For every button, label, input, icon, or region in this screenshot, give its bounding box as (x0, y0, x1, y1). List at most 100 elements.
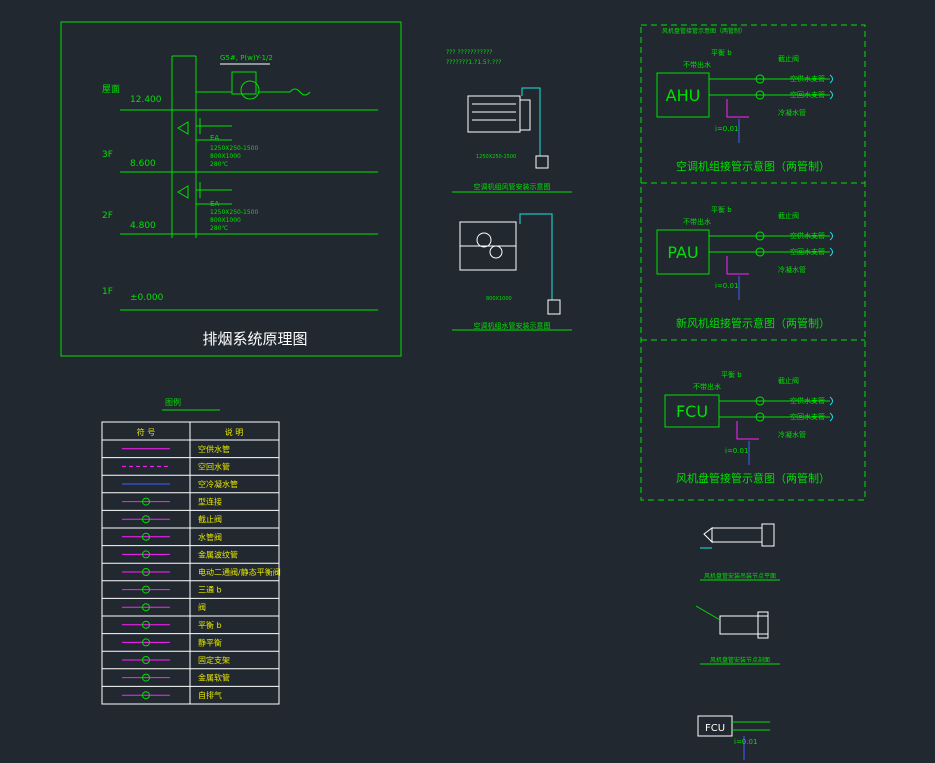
legend-symbol-mark (142, 656, 150, 664)
condensate-pipe (726, 99, 749, 118)
smoke-exhaust-panel: 屋面 12.400 3F 8.600 2F 4.800 1F ±0.000 G5… (60, 21, 402, 357)
pipe-annotation: 不带出水 (683, 217, 711, 226)
legend-symbol-mark (142, 673, 150, 682)
detail-caption-2: 空调机组水管安装示意图 (474, 321, 551, 330)
unit-label-ahu: AHU (666, 86, 701, 105)
legend-symbol-mark (142, 497, 150, 506)
small-fcu-slope: i=0.01 (734, 738, 757, 746)
pipe-caption: 风机盘管接管示意图（两管制） (676, 471, 830, 485)
detail-caption-1: 空调机组风管安装示意图 (474, 182, 551, 191)
unit-label-fcu: FCU (676, 402, 708, 421)
pipe-annotation: 空供水支管 (790, 231, 825, 240)
legend-symbol-mark (142, 550, 150, 559)
damper-tag-2f: EA (210, 200, 219, 208)
legend-symbol-mark (142, 585, 150, 594)
elevation-2f: 4.800 (130, 221, 156, 231)
pipe-break-mark (829, 74, 833, 100)
small-details: 风机盘管安装吊装节点平面 风机盘管安装节点剖面 FCU i=0.01 (695, 523, 780, 760)
legend-row-label: 自排气 (198, 690, 222, 700)
legend-row-label: 截止阀 (198, 514, 222, 524)
legend-row-label: 静平衡 (198, 637, 222, 647)
small-fcu-label: FCU (705, 723, 725, 734)
legend-row-label: 空冷凝水管 (198, 479, 238, 489)
legend-header-symbol: 符 号 (137, 427, 156, 437)
valve-icon (755, 90, 765, 100)
legend-row-label: 金属波纹管 (198, 549, 238, 559)
legend-row-label: 型连接 (198, 497, 222, 507)
legend-row-label: 电动二通阀/静态平衡阀 (198, 567, 281, 577)
pipe-annotation: 空回水支管 (790, 247, 825, 256)
valve-icon (755, 412, 765, 422)
pipe-header: 风机盘管接管示意图（两管制） (662, 27, 746, 35)
legend-table: 图例 符 号 说 明 空供水管空回水管空冷凝水管型连接截止阀水管阀金属波纹管电动… (101, 397, 281, 705)
legend-row-label: 平衡 b (198, 620, 222, 630)
elevation-3f: 8.600 (130, 159, 156, 169)
pipe-annotation: i=0.01 (715, 282, 738, 290)
pipe-annotation: 平衡 b (721, 370, 742, 379)
detail-sketches: ??? ??????????? ???????1.?1.5?.??? 1250X… (446, 49, 572, 331)
smoke-title: 排烟系统原理图 (202, 330, 307, 348)
pipe-annotation: 截止阀 (778, 211, 799, 220)
legend-caption: 图例 (165, 397, 181, 407)
legend-symbol-mark (142, 620, 150, 629)
legend-symbol-mark (142, 568, 150, 576)
valve-icon (755, 231, 765, 241)
legend-row-label: 空回水管 (198, 461, 230, 471)
legend-row-label: 三通 b (198, 585, 222, 595)
small-caption-1: 风机盘管安装吊装节点平面 (704, 572, 776, 580)
pipe-caption: 空调机组接管示意图（两管制） (676, 159, 830, 173)
legend-row-label: 金属软管 (198, 673, 230, 683)
legend-rows: 空供水管空回水管空冷凝水管型连接截止阀水管阀金属波纹管电动二通阀/静态平衡阀三通… (102, 444, 281, 700)
pipe-annotation: 空回水支管 (790, 90, 825, 99)
pipe-annotation: 不带出水 (693, 382, 721, 391)
damper-note-3f-1: 1250X250-1500 (210, 145, 258, 152)
pipe-annotation: 空供水支管 (790, 74, 825, 83)
small-caption-2: 风机盘管安装节点剖面 (710, 656, 770, 664)
condensate-pipe (736, 421, 759, 440)
pipe-annotation: i=0.01 (715, 125, 738, 133)
pipe-annotation: 平衡 b (711, 205, 732, 214)
damper-note-2f-1: 1250X250-1500 (210, 209, 258, 216)
valve-icon (755, 396, 765, 406)
floor-label-roof: 屋面 (102, 84, 120, 95)
pipe-annotation: 冷凝水管 (778, 430, 806, 439)
valve-icon (755, 247, 765, 257)
pipe-diagram-frame (640, 24, 866, 501)
damper-tag-3f: EA (210, 134, 219, 142)
unit-box-fcu (664, 394, 720, 428)
floor-label-2f: 2F (102, 211, 113, 221)
detail-upper-note: 1250X250-1500 (476, 154, 516, 160)
legend-symbol-mark (142, 691, 150, 700)
legend-symbol-mark (142, 638, 150, 647)
floor-label-1f: 1F (102, 287, 113, 297)
fan-tag: G5#, P(w)Y-1/2 (220, 54, 273, 62)
damper-note-2f-3: 280℃ (210, 225, 228, 232)
floor-label-3f: 3F (102, 150, 113, 160)
detail-lower-note: 800X1000 (486, 296, 512, 302)
detail-note-2: ???????1.?1.5?.??? (446, 59, 501, 66)
elevation-roof: 12.400 (130, 95, 162, 105)
pipe-annotation: 不带出水 (683, 60, 711, 69)
pipe-break-mark (829, 231, 833, 257)
smoke-panel-frame (60, 21, 402, 357)
damper-note-3f-3: 280℃ (210, 161, 228, 168)
pipe-caption: 新风机组接管示意图（两管制） (676, 316, 830, 330)
pipe-annotation: 空回水支管 (790, 412, 825, 421)
unit-label-pau: PAU (667, 243, 698, 262)
pipe-annotation: 冷凝水管 (778, 108, 806, 117)
legend-symbol-mark (142, 515, 150, 524)
legend-row-label: 空供水管 (198, 444, 230, 454)
damper-note-3f-2: 800X1000 (210, 153, 241, 160)
pipe-annotation: 截止阀 (778, 54, 799, 63)
condensate-pipe (726, 256, 749, 275)
legend-header-desc: 说 明 (225, 427, 244, 437)
pipe-annotation: 冷凝水管 (778, 265, 806, 274)
pipe-annotation: 截止阀 (778, 376, 799, 385)
elevation-1f: ±0.000 (130, 293, 164, 303)
legend-row-label: 固定支架 (198, 655, 230, 665)
detail-note-1: ??? ??????????? (446, 49, 493, 56)
pipe-annotation: i=0.01 (725, 447, 748, 455)
